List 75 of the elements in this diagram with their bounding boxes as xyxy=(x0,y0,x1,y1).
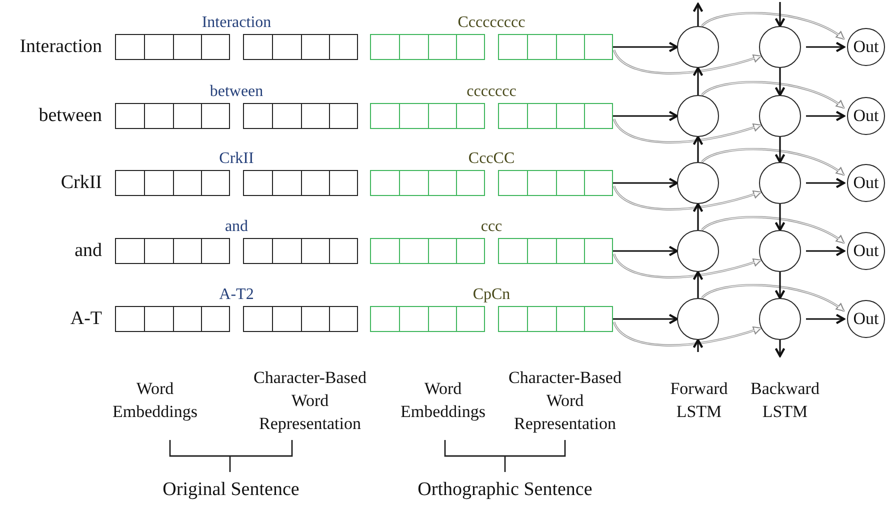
arrow xyxy=(701,148,845,176)
arrow xyxy=(701,81,845,109)
caption-text: Forward LSTM xyxy=(669,378,729,423)
lstm-cell xyxy=(677,95,719,137)
output-label: Out xyxy=(853,106,879,126)
lstm-cell xyxy=(677,162,719,204)
arrow xyxy=(692,338,704,352)
output-label: Out xyxy=(853,241,879,261)
word-label: between xyxy=(210,83,264,102)
lstm-cell xyxy=(677,230,719,272)
lstm-cell xyxy=(759,230,801,272)
word-label: ccccccc xyxy=(466,83,516,102)
caption-text: Orthographic Sentence xyxy=(416,478,594,502)
arrow xyxy=(774,68,786,96)
arrow xyxy=(806,178,846,188)
arrow xyxy=(806,246,846,256)
lstm-cell xyxy=(677,298,719,340)
word-label: CpCn xyxy=(472,286,510,305)
word-label: Interaction xyxy=(202,14,272,33)
arrow xyxy=(692,270,704,298)
arrow xyxy=(774,272,786,300)
output-circle xyxy=(847,164,885,202)
arrow xyxy=(692,202,704,230)
output-label: Out xyxy=(853,37,879,57)
lstm-cell xyxy=(677,26,719,68)
arrow xyxy=(613,50,762,74)
arrow xyxy=(774,204,786,232)
arrow xyxy=(774,2,786,28)
token-label: CrkII xyxy=(60,171,102,195)
arrow xyxy=(692,66,704,95)
caption-text: Character-Based Word Representation xyxy=(508,367,622,435)
word-label: ccc xyxy=(480,218,502,237)
lstm-cell xyxy=(759,162,801,204)
word-label: CrkII xyxy=(219,150,254,169)
arrow xyxy=(806,110,846,122)
lstm-cell xyxy=(759,95,801,137)
arrow xyxy=(613,42,678,52)
output-circle xyxy=(847,300,885,338)
caption-text: Original Sentence xyxy=(162,478,300,502)
caption-text: Backward LSTM xyxy=(750,378,820,423)
arrow xyxy=(806,42,846,52)
token-label: and xyxy=(74,239,102,263)
output-circle xyxy=(847,232,885,270)
arrow xyxy=(613,314,678,324)
arrow xyxy=(613,186,762,210)
arrow xyxy=(613,178,678,188)
output-circle xyxy=(847,97,885,135)
caption-text: Character-Based Word Representation xyxy=(252,367,368,435)
arrow xyxy=(613,118,762,144)
word-label: and xyxy=(224,218,248,237)
lstm-cell xyxy=(759,26,801,68)
token-label: A-T xyxy=(70,307,102,331)
word-label: CccCC xyxy=(468,150,515,169)
word-label: A-T2 xyxy=(219,286,254,305)
caption-text: Word Embeddings xyxy=(400,378,486,423)
arrow xyxy=(613,246,678,256)
arrow xyxy=(701,284,845,312)
token-label: between xyxy=(38,104,102,128)
output-label: Out xyxy=(853,309,879,329)
output-circle xyxy=(847,28,885,66)
arrow xyxy=(613,322,762,346)
word-label: Ccccccccc xyxy=(458,14,526,33)
arrow xyxy=(613,110,678,122)
token-label: Interaction xyxy=(20,35,102,59)
arrow xyxy=(701,216,845,244)
arrow xyxy=(692,2,704,26)
caption-text: Word Embeddings xyxy=(112,378,198,423)
arrow xyxy=(774,137,786,164)
arrow xyxy=(613,254,762,278)
arrow xyxy=(806,314,846,324)
output-label: Out xyxy=(853,173,879,193)
arrow xyxy=(692,136,704,162)
arrow xyxy=(774,340,786,358)
arrow xyxy=(701,12,845,40)
lstm-cell xyxy=(759,298,801,340)
